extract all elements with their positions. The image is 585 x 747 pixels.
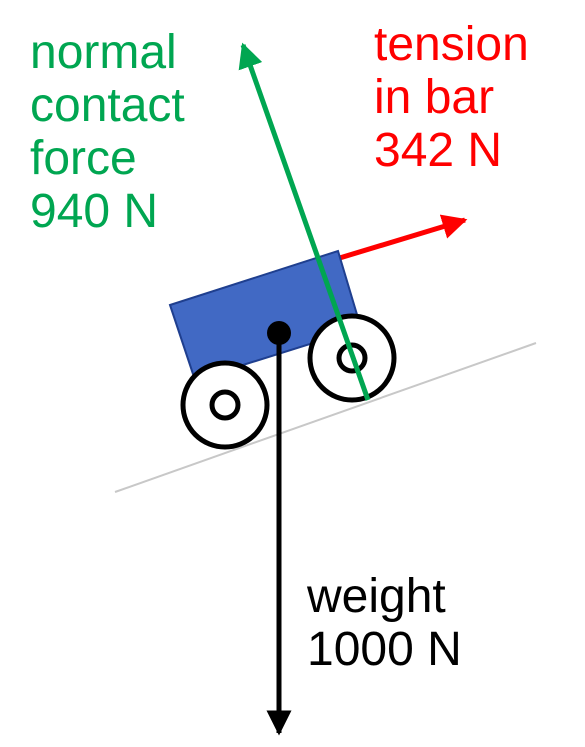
- rear-wheel: [180, 360, 270, 450]
- tension-label: tension in bar 342 N: [374, 18, 529, 177]
- normal-force-label-line: force: [30, 132, 137, 185]
- normal-force-label: normal contact force 940 N: [30, 26, 185, 238]
- tension-value: 342 N: [374, 124, 503, 177]
- centre-of-mass-dot: [267, 321, 291, 345]
- weight-value: 1000 N: [307, 623, 462, 676]
- slope-surface: [114, 342, 537, 493]
- normal-force-label-line: contact: [30, 79, 185, 132]
- normal-force-arrow: [238, 42, 371, 401]
- tension-label-line: in bar: [374, 71, 495, 124]
- weight-label-line: weight: [307, 570, 446, 623]
- tension-label-line: tension: [374, 18, 529, 71]
- normal-force-label-line: normal: [30, 26, 177, 79]
- weight-label: weight 1000 N: [307, 570, 462, 676]
- normal-force-value: 940 N: [30, 185, 159, 238]
